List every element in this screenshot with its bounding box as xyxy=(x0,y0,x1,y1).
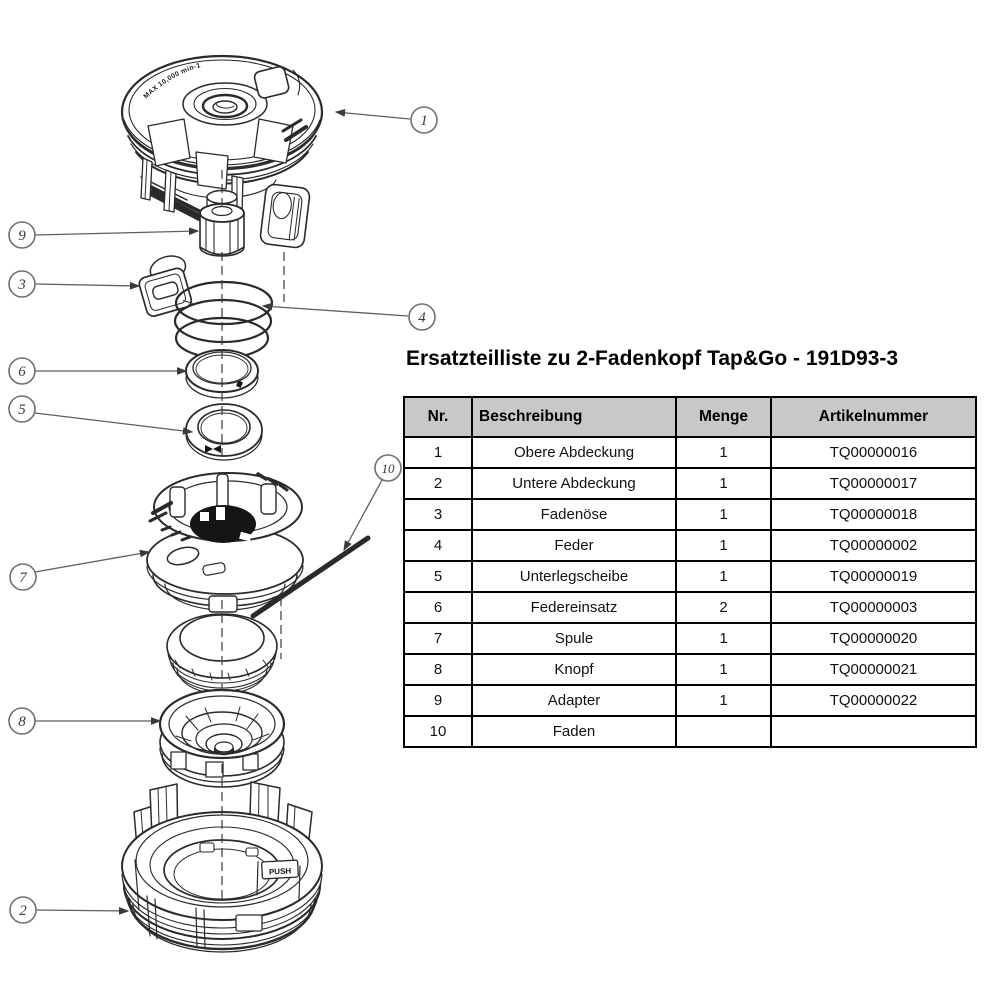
push-label: PUSH xyxy=(269,866,292,876)
svg-text:3: 3 xyxy=(17,277,26,293)
svg-text:2: 2 xyxy=(19,903,27,919)
svg-text:5: 5 xyxy=(18,402,26,418)
col-header-artikelnummer: Artikelnummer xyxy=(770,396,977,438)
svg-text:4: 4 xyxy=(418,310,426,326)
callout-2: 2 xyxy=(9,896,130,924)
part-knopf xyxy=(158,688,286,788)
callouts: 1 9 3 4 6 5 7 xyxy=(8,106,438,924)
svg-text:7: 7 xyxy=(19,570,28,586)
svg-text:10: 10 xyxy=(382,461,396,476)
callout-5: 5 xyxy=(8,395,194,435)
callout-8: 8 xyxy=(8,707,162,735)
svg-text:6: 6 xyxy=(18,364,26,380)
col-header-nr: Nr. xyxy=(403,396,473,438)
part-fadenoese xyxy=(138,255,193,317)
page-title: Ersatzteilliste zu 2-Fadenkopf Tap&Go - … xyxy=(406,347,899,370)
centerline xyxy=(221,170,285,902)
part-untere-abdeckung: PUSH xyxy=(121,781,323,953)
callout-3: 3 xyxy=(8,270,141,298)
callout-10: 10 xyxy=(343,454,402,552)
part-spule xyxy=(146,472,304,613)
col-header-menge: Menge xyxy=(675,396,772,438)
col-header-beschreibung: Beschreibung xyxy=(471,396,677,438)
callout-7: 7 xyxy=(9,549,151,591)
part-unterlegscheibe xyxy=(185,403,263,461)
svg-text:1: 1 xyxy=(420,113,428,129)
callout-4: 4 xyxy=(261,302,436,331)
svg-text:9: 9 xyxy=(18,228,26,244)
callout-6: 6 xyxy=(8,357,188,385)
callout-9: 9 xyxy=(8,221,200,249)
callout-1: 1 xyxy=(334,106,438,134)
coil-spring xyxy=(166,613,278,695)
svg-text:8: 8 xyxy=(18,714,26,730)
part-obere-abdeckung: MAX 10,000 min-1 xyxy=(120,54,324,249)
table-header-row: Nr. Beschreibung Menge Artikelnummer xyxy=(403,396,977,438)
